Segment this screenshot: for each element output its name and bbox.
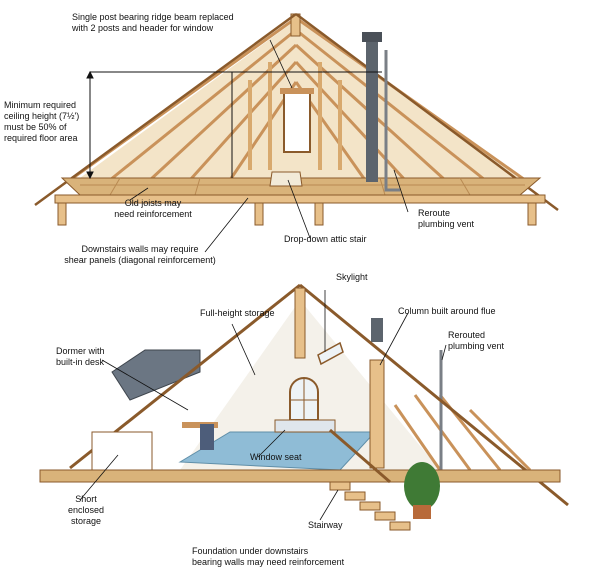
lower-flue-column	[369, 359, 385, 469]
label-plumbing-vent: Reroute plumbing vent	[418, 208, 475, 229]
upper-joist-band	[54, 194, 546, 204]
lower-skylight	[317, 341, 344, 366]
upper-roof-outline	[34, 12, 559, 212]
lower-ridge-post	[294, 287, 306, 359]
upper-ceiling-height-dimension	[86, 70, 382, 180]
label-column-flue: Column built around flue	[398, 306, 496, 316]
label-ceiling-height: Minimum required ceiling height (7½') mu…	[4, 100, 80, 143]
label-short-storage: Short enclosed storage	[67, 494, 105, 526]
lower-attic-drawing	[39, 283, 569, 531]
upper-downstairs-walls	[57, 202, 537, 226]
label-rerouted-vent: Rerouted plumbing vent	[448, 330, 505, 351]
upper-floor-boards	[80, 177, 525, 196]
upper-window-opening	[283, 91, 311, 153]
lower-stair-railing	[329, 428, 391, 484]
lower-floor-band	[39, 469, 561, 483]
lower-chimney-flue	[371, 318, 383, 342]
upper-attic-stair-hatch	[269, 171, 303, 187]
upper-attic-drawing	[34, 12, 559, 253]
upper-gable-studs	[248, 62, 342, 170]
lower-desk-chair	[200, 424, 214, 450]
lower-short-storage	[91, 431, 153, 471]
label-shear-panels: Downstairs walls may require shear panel…	[64, 244, 216, 265]
lower-stair-steps	[329, 481, 411, 531]
upper-window-header	[280, 88, 314, 94]
upper-plumbing-vent	[384, 50, 400, 192]
label-stairway: Stairway	[308, 520, 343, 530]
lower-leader-lines	[79, 290, 447, 521]
lower-dormer-roof	[111, 349, 201, 401]
lower-window-seat	[274, 419, 336, 433]
label-ridge-beam: Single post bearing ridge beam replaced …	[72, 12, 234, 33]
lower-potted-plant	[404, 462, 440, 519]
label-attic-stair: Drop-down attic stair	[284, 234, 367, 244]
upper-leader-lines	[129, 39, 409, 253]
label-full-height-storage: Full-height storage	[200, 308, 275, 318]
label-window-seat: Window seat	[250, 452, 302, 462]
label-skylight: Skylight	[336, 272, 368, 282]
label-foundation: Foundation under downstairs bearing wall…	[192, 546, 345, 567]
upper-chimney-flue	[366, 40, 378, 182]
upper-chimney-cap	[362, 32, 382, 42]
lower-arched-window	[289, 377, 319, 421]
label-dormer: Dormer with built-in desk	[56, 346, 105, 367]
label-old-joists: Old joists may need reinforcement	[114, 198, 192, 219]
